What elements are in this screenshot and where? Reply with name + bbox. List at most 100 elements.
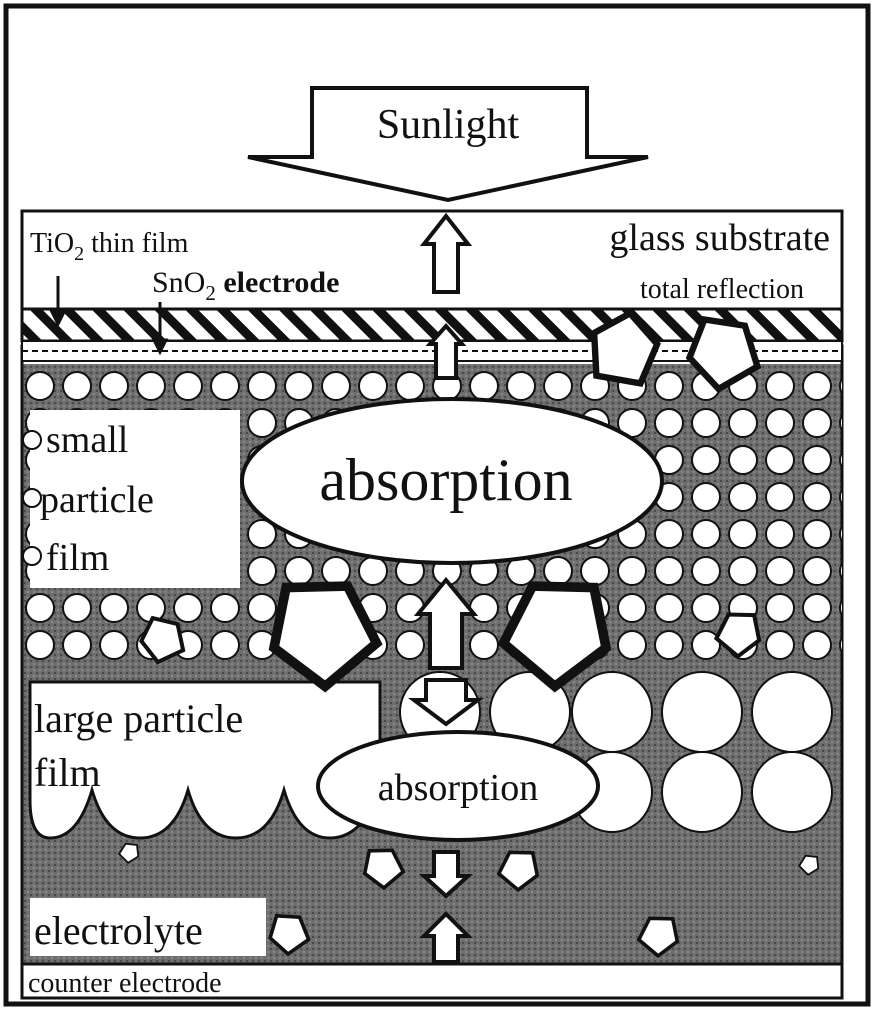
small-particle: [617, 630, 647, 660]
up-arrow-bottom: [419, 911, 473, 964]
electrolyte-label: electrolyte: [34, 908, 203, 953]
large-particle: [661, 751, 743, 833]
small-film-label-line1: small: [46, 419, 128, 461]
small-particle: [617, 593, 647, 623]
small-particle: [802, 371, 832, 401]
small-particle: [802, 630, 832, 660]
small-particle: [654, 593, 684, 623]
small-film-label-area: [30, 410, 240, 588]
small-film-label-line2: particle: [40, 479, 154, 521]
small-particle: [839, 377, 842, 395]
small-particle: [543, 556, 573, 586]
absorption-large-label: absorption: [378, 767, 538, 809]
total-reflection-label: total reflection: [640, 274, 804, 305]
small-particle: [395, 593, 425, 623]
small-particle: [691, 482, 721, 512]
large-film-label-line1: large particle: [34, 696, 243, 741]
large-particle: [751, 751, 833, 833]
up-arrow-electrode: [425, 322, 467, 380]
absorption-ellipse-small: [240, 397, 664, 565]
small-particle: [25, 371, 55, 401]
small-particle: [654, 408, 684, 438]
small-particle: [839, 451, 842, 469]
large-film-label-line2: film: [34, 750, 101, 795]
up-arrow-center: [413, 576, 479, 670]
small-particle: [765, 593, 795, 623]
small-particle: [247, 408, 277, 438]
small-particle: [691, 519, 721, 549]
small-particle: [728, 556, 758, 586]
small-particle: [765, 445, 795, 475]
down-arrow-center: [408, 678, 484, 727]
small-particle: [25, 630, 55, 660]
small-particle: [173, 593, 203, 623]
small-particle: [210, 593, 240, 623]
large-particle: [661, 671, 743, 753]
small-particle: [802, 519, 832, 549]
small-particle: [802, 408, 832, 438]
small-particle: [839, 562, 842, 580]
small-particle: [321, 371, 351, 401]
outer-frame: [3, 3, 871, 1007]
small-particle: [691, 408, 721, 438]
small-particle: [691, 445, 721, 475]
small-particle: [728, 408, 758, 438]
small-particle: [654, 371, 684, 401]
small-particle: [99, 593, 129, 623]
glass-substrate-label: glass substrate: [609, 217, 830, 259]
small-particle: [210, 630, 240, 660]
small-particle: [136, 371, 166, 401]
small-particle: [25, 593, 55, 623]
scatter-arrows: [118, 309, 820, 959]
small-particle: [839, 599, 842, 617]
down-arrow-electrolyte: [418, 850, 474, 899]
small-particle: [765, 519, 795, 549]
small-particle: [839, 414, 842, 432]
small-particle: [802, 445, 832, 475]
small-film-label-line3: film: [46, 537, 109, 579]
small-particle: [691, 556, 721, 586]
sunlight-label: Sunlight: [377, 102, 520, 148]
small-particle: [62, 371, 92, 401]
small-particle: [654, 630, 684, 660]
small-particle: [654, 519, 684, 549]
counter-electrode-label: counter electrode: [28, 968, 222, 999]
small-particle: [691, 630, 721, 660]
up-arrows: [408, 212, 484, 964]
small-particle: [506, 371, 536, 401]
small-particle: [247, 593, 277, 623]
sno2-electrode-label: SnO2 electrode: [152, 266, 339, 305]
counter-electrode-layer: [20, 962, 844, 1000]
small-particle: [839, 525, 842, 543]
small-particle: [765, 371, 795, 401]
large-film-label-area: [28, 680, 382, 840]
small-particle: [728, 482, 758, 512]
small-particle: [839, 636, 842, 654]
small-particle: [765, 630, 795, 660]
small-particle: [395, 371, 425, 401]
small-particle: [839, 488, 842, 506]
small-particle: [173, 371, 203, 401]
small-particle: [62, 593, 92, 623]
leader-arrows: [49, 276, 169, 356]
large-particle: [571, 671, 653, 753]
small-particle: [321, 556, 351, 586]
small-particle: [765, 482, 795, 512]
small-particle: [99, 371, 129, 401]
small-particle: [469, 371, 499, 401]
small-particle: [543, 371, 573, 401]
small-particle: [62, 630, 92, 660]
small-particle: [802, 593, 832, 623]
small-particle: [284, 556, 314, 586]
small-particle: [469, 593, 499, 623]
tio2-thin-film-label: TiO2 thin film: [30, 228, 189, 265]
large-particle: [751, 671, 833, 753]
small-particle: [617, 556, 647, 586]
small-particle: [210, 371, 240, 401]
sunlight-arrow: [247, 86, 649, 203]
small-particle: [802, 556, 832, 586]
small-particle: [247, 556, 277, 586]
absorption-ellipse-large: [316, 730, 600, 842]
small-particle: [728, 519, 758, 549]
small-particle: [765, 408, 795, 438]
